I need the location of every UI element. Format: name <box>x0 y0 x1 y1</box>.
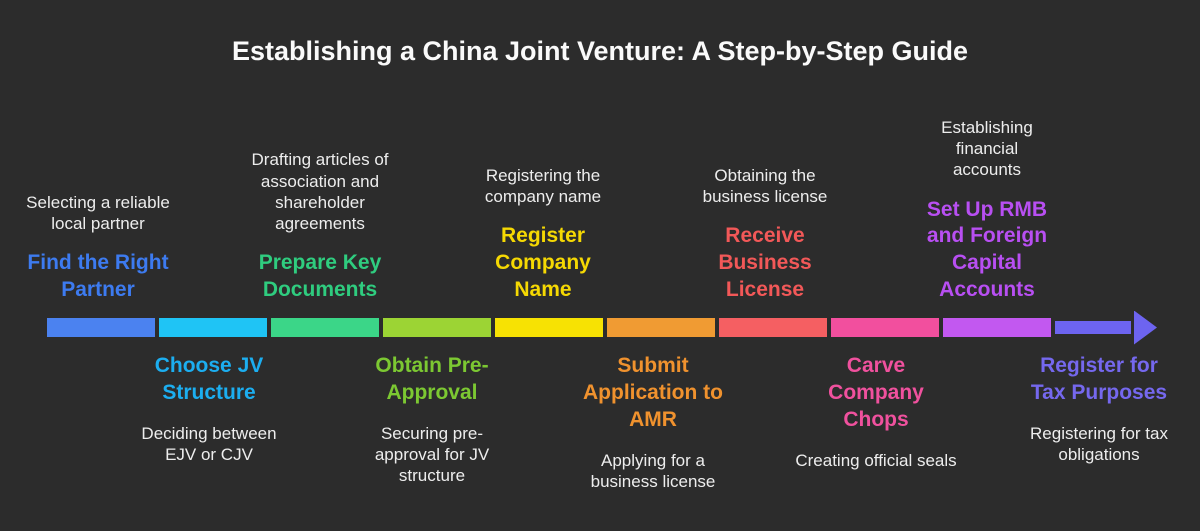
timeline-segment <box>495 318 603 337</box>
step-column-amr-application: Submit Application to AMR Applying for a… <box>543 353 763 492</box>
step-heading: Register for Tax Purposes <box>1030 354 1168 404</box>
step-column-prepare-documents: Drafting articles of association and sha… <box>210 149 430 304</box>
step-heading: Find the Right Partner <box>27 251 169 302</box>
step-heading: Prepare Key Documents <box>258 251 382 302</box>
step-description: Deciding between EJV or CJV <box>141 423 277 464</box>
step-description: Registering the company name <box>484 165 602 207</box>
step-description: Obtaining the business license <box>702 165 828 207</box>
timeline-bar <box>47 310 1157 345</box>
page-title: Establishing a China Joint Venture: A St… <box>0 34 1200 68</box>
step-heading: Register Company Name <box>495 224 591 302</box>
step-column-register-name: Registering the company name Register Co… <box>433 165 653 304</box>
timeline-segment <box>271 318 379 337</box>
step-description: Registering for tax obligations <box>1030 423 1168 464</box>
page-title-text: Establishing a China Joint Venture: A St… <box>231 36 969 66</box>
step-description: Creating official seals <box>795 450 957 470</box>
step-column-pre-approval: Obtain Pre-Approval Securing pre-approva… <box>322 353 542 487</box>
step-column-find-partner: Selecting a reliable local partner Find … <box>0 192 208 304</box>
step-description: Applying for a business license <box>590 450 716 491</box>
step-heading: Set Up RMB and Foreign Capital Accounts <box>926 197 1048 302</box>
step-heading: Receive Business License <box>718 224 812 302</box>
step-column-company-chops: Carve Company Chops Creating official se… <box>766 353 986 471</box>
timeline-segment <box>607 318 715 337</box>
step-column-jv-structure: Choose JV Structure Deciding between EJV… <box>99 353 319 465</box>
timeline-segment <box>159 318 267 337</box>
timeline-segment <box>383 318 491 337</box>
timeline-arrow-shaft <box>1055 321 1131 334</box>
step-description: Securing pre-approval for JV structure <box>374 423 490 486</box>
step-description: Establishing financial accounts <box>941 117 1033 180</box>
step-column-tax-registration: Register for Tax Purposes Registering fo… <box>989 353 1200 465</box>
arrow-right-icon <box>1134 310 1157 345</box>
step-heading: Obtain Pre-Approval <box>375 354 489 404</box>
step-column-capital-accounts: Establishing financial accounts Set Up R… <box>877 117 1097 304</box>
step-column-business-license: Obtaining the business license Receive B… <box>655 165 875 304</box>
timeline-segment <box>943 318 1051 337</box>
timeline-segment <box>831 318 939 337</box>
step-heading: Submit Application to AMR <box>583 354 723 431</box>
step-description: Selecting a reliable local partner <box>26 192 170 233</box>
step-heading: Choose JV Structure <box>154 354 264 404</box>
timeline-segment <box>47 318 155 337</box>
step-heading: Carve Company Chops <box>828 354 924 431</box>
timeline-segment <box>719 318 827 337</box>
step-description: Drafting articles of association and sha… <box>251 150 389 233</box>
